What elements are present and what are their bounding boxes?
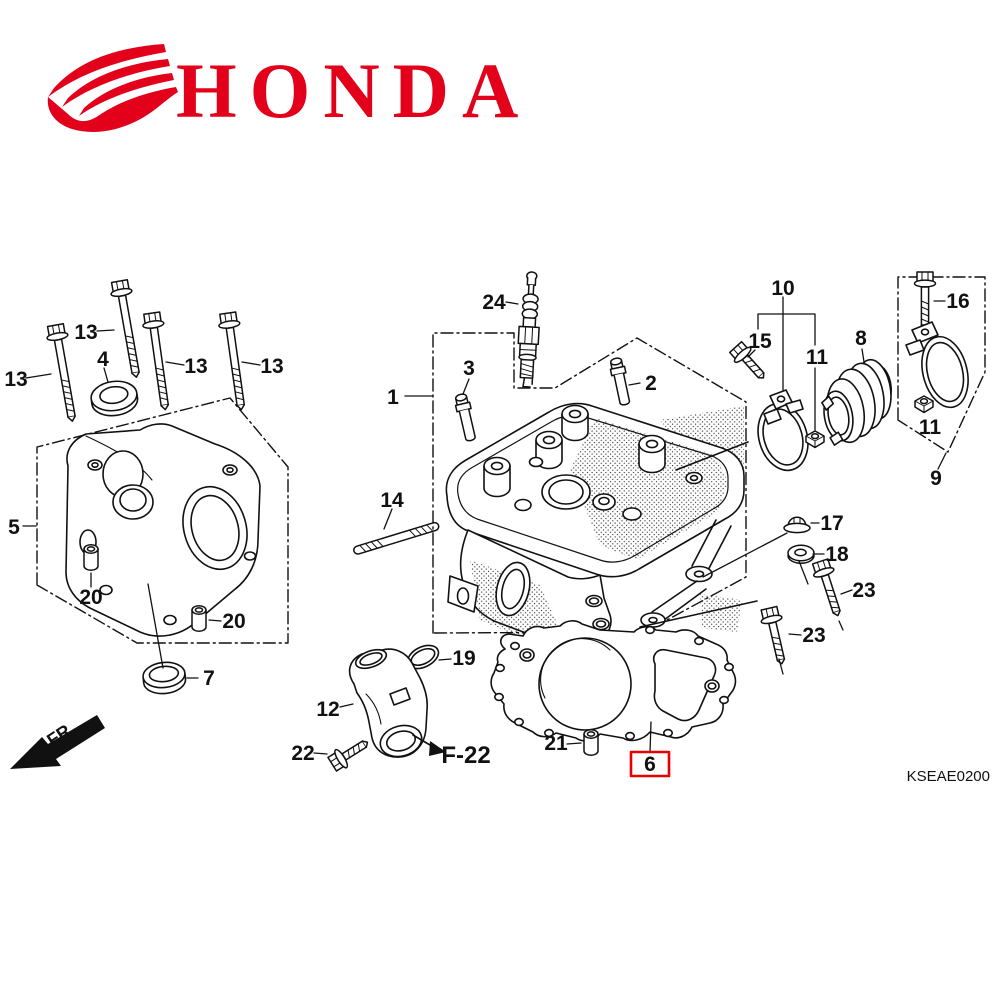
part-7-seal	[142, 661, 187, 695]
group-box-1	[432, 332, 747, 634]
callout-1[interactable]: 1	[387, 386, 399, 409]
callout-22[interactable]: 22	[291, 742, 314, 765]
front-direction-indicator: FR.	[10, 715, 105, 769]
part-13-bolt-d	[216, 310, 253, 412]
part-13-bolt-c	[140, 310, 177, 412]
callout-14[interactable]: 14	[380, 489, 404, 512]
callout-5[interactable]: 5	[8, 516, 20, 539]
part-14-stud-bolt	[353, 521, 440, 555]
part-17-cap-nut	[783, 516, 811, 534]
callouts: 1 2 3 4 5 7 8 9 10 11 11 12 13 13 13 13 …	[4, 277, 969, 765]
f22-arrow-icon	[429, 741, 446, 756]
honda-logo: HONDA	[47, 44, 531, 134]
group-box-9	[897, 276, 986, 453]
callout-21[interactable]: 21	[544, 732, 568, 755]
part-8-insulator-boot	[821, 358, 892, 446]
callout-13d[interactable]: 13	[260, 355, 283, 378]
part-5-cylinder-head-bottom	[65, 423, 261, 637]
part-6-head-gasket	[490, 620, 737, 743]
callout-12[interactable]: 12	[316, 698, 339, 721]
leader-lines	[22, 296, 947, 755]
part-2-valve-guide	[607, 356, 634, 407]
callout-11a[interactable]: 11	[806, 346, 829, 369]
callout-11b[interactable]: 11	[919, 416, 942, 439]
part-21-dowel	[583, 729, 599, 756]
callout-2[interactable]: 2	[645, 372, 657, 395]
part-12-water-pipe-elbow	[348, 648, 429, 758]
ref-f22[interactable]: F-22	[412, 734, 491, 769]
part-4-seal	[90, 380, 139, 417]
callout-4[interactable]: 4	[97, 348, 109, 371]
callout-3[interactable]: 3	[463, 357, 475, 380]
part-9-clamp-band	[905, 321, 969, 409]
part-16-bolt	[913, 271, 937, 330]
callout-10[interactable]: 10	[771, 277, 794, 300]
callout-16[interactable]: 16	[946, 290, 969, 313]
callout-19[interactable]: 19	[452, 647, 475, 670]
callout-23b[interactable]: 23	[802, 624, 825, 647]
callout-6[interactable]: 6	[644, 753, 656, 776]
honda-logo-text: HONDA	[176, 47, 531, 134]
part-20-dowel-b	[191, 605, 207, 632]
callout-18[interactable]: 18	[825, 543, 849, 566]
part-18-washer	[787, 544, 815, 565]
part-24-spark-plug	[517, 271, 540, 388]
part-23-bolt-b	[757, 605, 793, 667]
ref-f22-label[interactable]: F-22	[441, 742, 490, 769]
callout-13c[interactable]: 13	[184, 355, 207, 378]
diagram-code: KSEAE0200	[907, 768, 990, 785]
callout-7[interactable]: 7	[203, 667, 215, 690]
callout-9[interactable]: 9	[930, 467, 942, 490]
callout-23a[interactable]: 23	[852, 579, 875, 602]
part-3-valve-guide	[452, 391, 479, 443]
part-20-dowel-a	[83, 544, 99, 571]
part-1-cylinder-head	[445, 402, 758, 650]
part-19-o-ring	[406, 644, 440, 670]
callout-17[interactable]: 17	[820, 512, 843, 535]
callout-15[interactable]: 15	[748, 330, 772, 353]
callout-13a[interactable]: 13	[4, 368, 27, 391]
part-22-bolt	[325, 732, 374, 774]
group-box-5	[36, 397, 289, 644]
callout-20a[interactable]: 20	[79, 586, 102, 609]
callout-24[interactable]: 24	[482, 291, 506, 314]
part-11-nut-b	[914, 395, 934, 414]
fr-arrow-icon	[10, 715, 105, 769]
honda-wing-icon	[47, 44, 178, 132]
callout-8[interactable]: 8	[855, 327, 867, 350]
part-13-bolt-b	[108, 278, 148, 380]
part-23-bolt-a	[809, 557, 849, 620]
highlighted-callout-6[interactable]: 6	[629, 750, 671, 778]
callout-20b[interactable]: 20	[222, 610, 245, 633]
callout-13b[interactable]: 13	[74, 321, 97, 344]
part-10-clamp-band	[757, 389, 809, 472]
